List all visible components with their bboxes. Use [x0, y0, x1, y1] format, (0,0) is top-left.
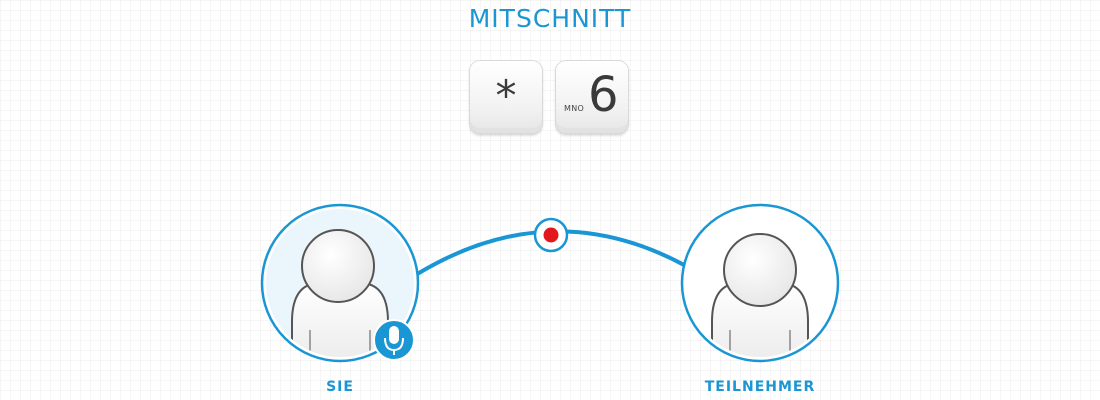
star-key-symbol: * [495, 71, 517, 120]
label-participant: TEILNEHMER [704, 379, 816, 395]
label-you: SIE [326, 379, 354, 395]
record-dot-icon [533, 217, 569, 253]
star-key: * [470, 61, 542, 133]
microphone-icon [373, 319, 415, 361]
six-key-digit: 6 [588, 67, 619, 123]
person-icon [711, 233, 809, 357]
avatar-participant [680, 203, 840, 363]
six-key: MNO 6 [556, 61, 628, 133]
avatar-you [260, 203, 420, 363]
six-key-letters: MNO [564, 104, 585, 113]
page-title: MITSCHNITT [468, 4, 632, 33]
